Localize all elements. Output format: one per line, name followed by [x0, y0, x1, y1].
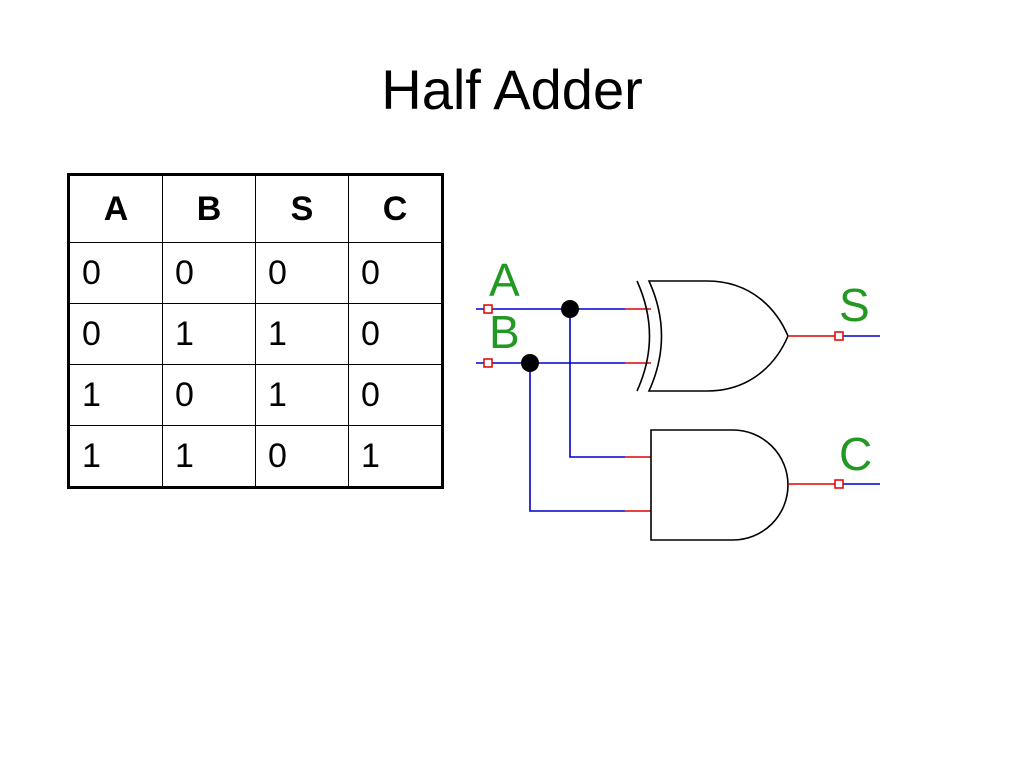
cell-b: 0: [162, 364, 256, 426]
cell-s: 1: [255, 303, 349, 365]
junction-a: [561, 300, 579, 318]
junction-b: [521, 354, 539, 372]
input-b-label: B: [489, 306, 520, 358]
output-c-pin: [834, 479, 844, 489]
cell-s: 1: [255, 364, 349, 426]
cell-a: 1: [68, 364, 163, 426]
cell-a: 0: [68, 242, 163, 304]
cell-s: 0: [255, 425, 349, 488]
input-b-pin: [483, 358, 493, 368]
slide-title: Half Adder: [381, 58, 643, 121]
cell-c: 0: [348, 364, 443, 426]
truth-table-row: 0 0 0 0: [68, 242, 443, 304]
truth-table-row: 1 0 1 0: [68, 364, 443, 426]
truth-table-row: 0 1 1 0: [68, 303, 443, 365]
cell-c: 0: [348, 242, 443, 304]
and-gate: [650, 429, 789, 541]
cell-c: 0: [348, 303, 443, 365]
truth-table: A B S C 0 0 0 0 0 1 1 0 1 0 1 0 1 1 0 1: [67, 173, 444, 489]
input-a-pin: [483, 304, 493, 314]
branch-b-wire: [529, 363, 625, 512]
branch-a-wire: [569, 309, 625, 458]
cell-b: 1: [162, 303, 256, 365]
xor-gate: [647, 280, 789, 392]
output-c-label: C: [839, 428, 872, 480]
cell-c: 1: [348, 425, 443, 488]
cell-b: 1: [162, 425, 256, 488]
output-s-label: S: [839, 279, 870, 331]
output-s-pin: [834, 331, 844, 341]
truth-table-row: 1 1 0 1: [68, 425, 443, 488]
header-c: C: [348, 174, 443, 243]
input-a-label: A: [489, 254, 520, 306]
cell-a: 1: [68, 425, 163, 488]
xor-gate-extra-arc: [636, 280, 651, 392]
cell-a: 0: [68, 303, 163, 365]
header-s: S: [255, 174, 349, 243]
